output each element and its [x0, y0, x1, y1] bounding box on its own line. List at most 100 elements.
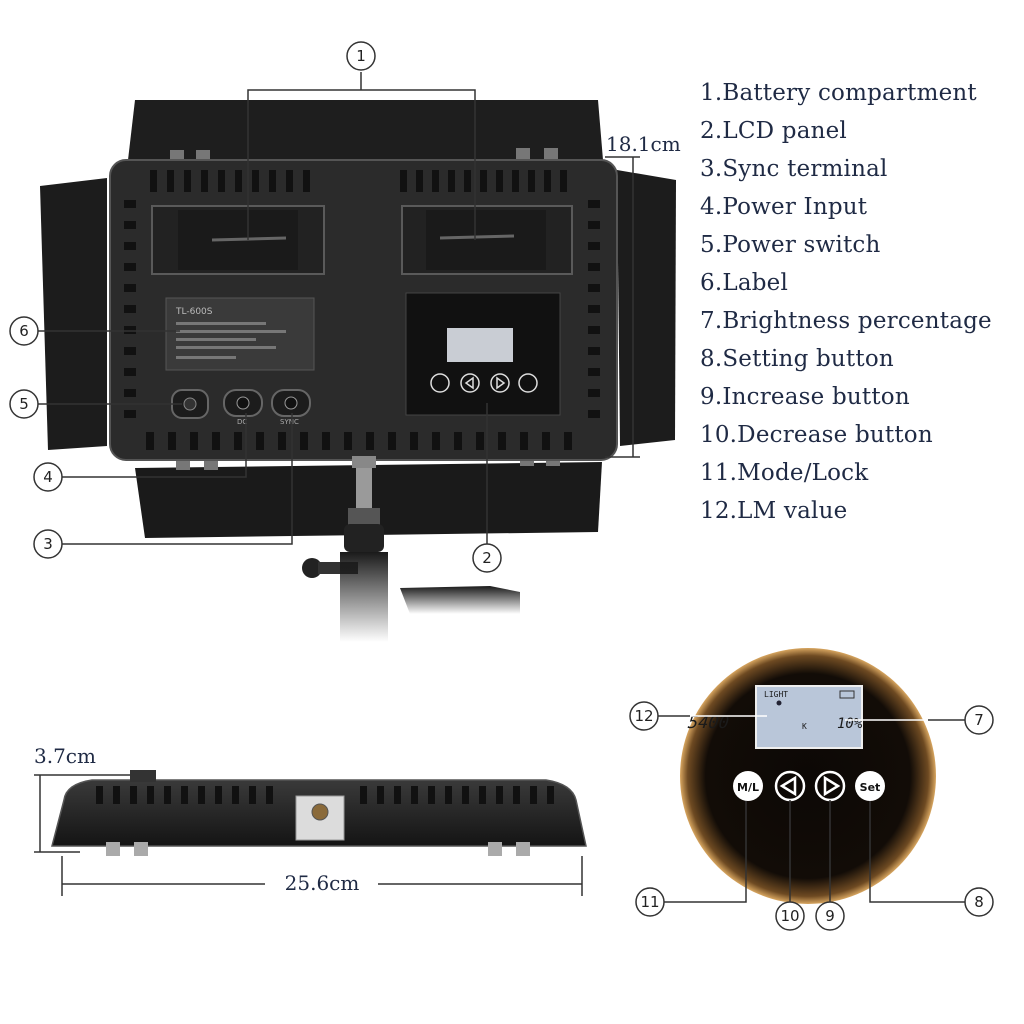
- cooling-fin: [588, 410, 600, 418]
- cooling-fin: [124, 347, 136, 355]
- cooling-fin: [168, 432, 176, 450]
- svg-text:3: 3: [43, 535, 53, 553]
- small-ml-button[interactable]: M/L: [430, 373, 450, 393]
- callout-3: 3: [33, 529, 63, 559]
- cooling-fin: [416, 170, 423, 192]
- power-switch[interactable]: [171, 389, 209, 419]
- ml-button[interactable]: M/L: [733, 771, 763, 801]
- cooling-fin: [513, 786, 520, 804]
- cooling-fin: [588, 242, 600, 250]
- callout-11: 11: [635, 887, 665, 917]
- battery-compartment-left: [151, 205, 325, 275]
- cooling-fin: [218, 170, 225, 192]
- cooling-fin: [366, 432, 374, 450]
- cooling-fin: [588, 263, 600, 271]
- cooling-fin: [588, 221, 600, 229]
- cooling-fin: [588, 347, 600, 355]
- callout-7: 7: [964, 705, 994, 735]
- cooling-fin: [147, 786, 154, 804]
- cooling-fin: [124, 326, 136, 334]
- svg-text:2: 2: [482, 549, 492, 567]
- cooling-fin: [560, 170, 567, 192]
- legend-item-11: 11.Mode/Lock: [700, 460, 869, 486]
- left-arrow-icon: [779, 775, 797, 797]
- set-button[interactable]: Set: [855, 771, 885, 801]
- small-lcd-screen: [447, 328, 513, 362]
- legend-item-1: 1.Battery compartment: [700, 80, 977, 106]
- cooling-fin: [124, 305, 136, 313]
- small-set-button[interactable]: Set: [518, 373, 538, 393]
- svg-text:7: 7: [974, 711, 984, 729]
- cooling-fin: [588, 200, 600, 208]
- cooling-fin: [588, 326, 600, 334]
- sync-terminal[interactable]: SYNC: [271, 389, 311, 426]
- dc-port-label: DC: [237, 418, 247, 426]
- side-cooling-fins: [96, 786, 554, 804]
- callout-12: 12: [629, 701, 659, 731]
- callout-4: 4: [33, 462, 63, 492]
- small-increase-button[interactable]: [490, 373, 510, 393]
- sync-port-label: SYNC: [280, 418, 299, 426]
- cooling-fin: [512, 170, 519, 192]
- callout-5: 5: [9, 389, 39, 419]
- svg-text:10: 10: [780, 907, 799, 925]
- battery-indicator-icon: [839, 690, 855, 699]
- cooling-fin: [300, 432, 308, 450]
- svg-text:Set: Set: [521, 380, 535, 388]
- depth-label: 3.7cm: [34, 744, 96, 768]
- cooling-fin: [234, 432, 242, 450]
- dc-power-input[interactable]: DC: [223, 389, 263, 426]
- brightness-percentage: 10%: [837, 716, 863, 732]
- lm-value: 5400: [687, 713, 730, 733]
- cooling-fin: [96, 786, 103, 804]
- cooling-fin: [588, 368, 600, 376]
- cooling-fin: [124, 410, 136, 418]
- width-dimension: 25.6cm: [61, 856, 583, 896]
- svg-text:4: 4: [43, 468, 53, 486]
- small-decrease-button[interactable]: [460, 373, 480, 393]
- cooling-fin: [235, 170, 242, 192]
- control-panel-closeup: LIGHT 5400 K 10% M/L Set: [680, 648, 936, 904]
- top-barn-door: [128, 100, 603, 160]
- legend-item-8: 8.Setting button: [700, 346, 894, 372]
- cooling-fin: [124, 284, 136, 292]
- legend-item-4: 4.Power Input: [700, 194, 868, 220]
- cooling-fin: [124, 389, 136, 397]
- cooling-fin: [256, 432, 264, 450]
- svg-text:11: 11: [640, 893, 659, 911]
- model-label: TL-600S: [175, 307, 213, 317]
- cooling-fin: [124, 221, 136, 229]
- cooling-fin: [454, 432, 462, 450]
- cooling-fin: [445, 786, 452, 804]
- right-arrow-icon: [823, 775, 841, 797]
- height-label: 18.1cm: [606, 132, 681, 156]
- callout-8: 8: [964, 887, 994, 917]
- cooling-fin: [528, 170, 535, 192]
- cooling-fin: [547, 786, 554, 804]
- mount-knob: [302, 558, 322, 578]
- cooling-fin: [462, 786, 469, 804]
- right-barn-door: [617, 170, 676, 446]
- svg-text:5: 5: [19, 395, 29, 413]
- cooling-fins: [124, 170, 600, 450]
- legend-item-6: 6.Label: [700, 270, 789, 296]
- legend-item-3: 3.Sync terminal: [700, 156, 888, 182]
- cooling-fin: [564, 432, 572, 450]
- svg-text:8: 8: [974, 893, 984, 911]
- callout-1: 1: [346, 41, 376, 71]
- cooling-fin: [530, 786, 537, 804]
- product-label: TL-600S: [165, 297, 315, 371]
- callout-9: 9: [815, 901, 845, 931]
- cooling-fin: [266, 786, 273, 804]
- cooling-fin: [394, 786, 401, 804]
- cooling-fin: [496, 786, 503, 804]
- legend-item-12: 12.LM value: [700, 498, 848, 524]
- closeup-callout-markers: 12 7 11 10 9 8: [629, 701, 994, 931]
- cooling-fin: [428, 786, 435, 804]
- cooling-fin: [432, 432, 440, 450]
- width-label: 25.6cm: [285, 871, 360, 895]
- callout-markers: 1 6 5 4 3 2: [9, 41, 502, 573]
- svg-text:9: 9: [825, 907, 835, 925]
- svg-text:M/L: M/L: [433, 380, 448, 388]
- cooling-fin: [124, 200, 136, 208]
